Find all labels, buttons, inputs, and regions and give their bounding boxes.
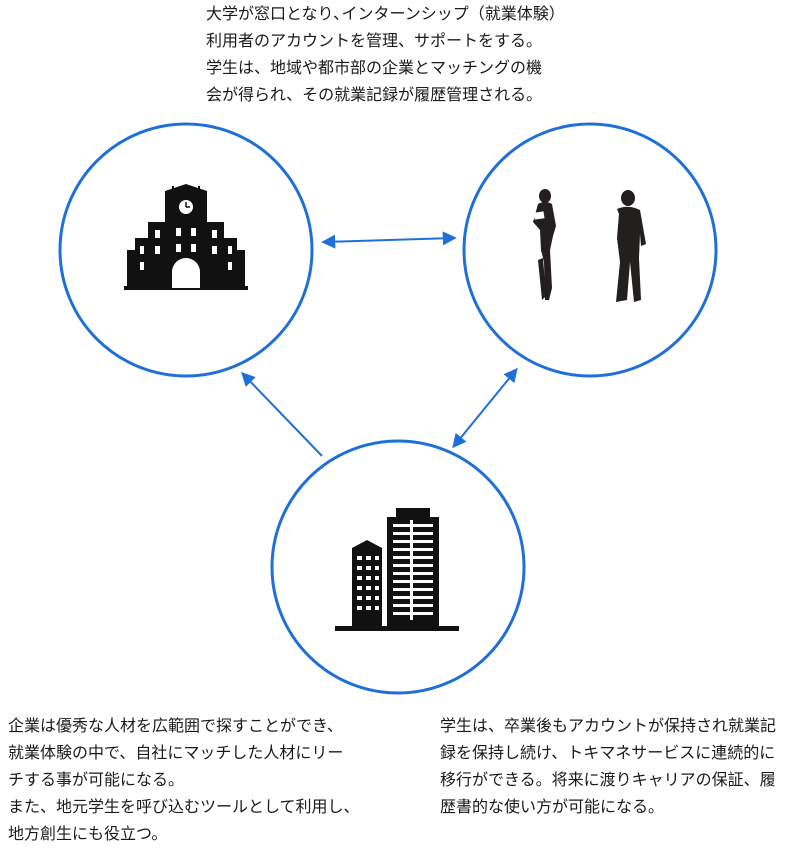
student-line-3: 移行ができる。将来に渡りキャリアの保証、履 xyxy=(440,770,776,789)
arrow-students-company xyxy=(452,367,518,449)
top-line-3: 学生は、地域や都市部の企業とマッチングの機 xyxy=(206,58,543,77)
company-circle xyxy=(270,439,526,695)
university-circle xyxy=(58,122,314,378)
company-line-4: また、地元学生を呼び込むツールとして利用し、 xyxy=(8,797,360,816)
students-circle xyxy=(462,122,718,378)
company-description: 企業は優秀な人材を広範囲で探すことができ、 就業体験の中で、自社にマッチした人材… xyxy=(8,712,360,847)
university-building-icon xyxy=(124,184,248,290)
company-line-1: 企業は優秀な人材を広範囲で探すことができ、 xyxy=(8,716,343,735)
company-line-5: 地方創生にも役立つ。 xyxy=(8,824,168,843)
company-line-3: チする事が可能になる。 xyxy=(8,770,185,789)
people-silhouette-icon xyxy=(533,189,646,302)
top-line-2: 利用者のアカウントを管理、サポートをする。 xyxy=(206,31,543,50)
student-line-2: 録を保持し続け、トキマネサービスに連続的に xyxy=(440,743,776,762)
top-line-1: 大学が窓口となり､インターンシップ（就業体験） xyxy=(206,4,565,23)
top-line-4: 会が得られ、その就業記録が履歴管理される。 xyxy=(206,85,543,104)
arrow-university-students xyxy=(321,231,457,249)
arrow-company-university xyxy=(241,371,323,457)
company-line-2: 就業体験の中で、自社にマッチした人材にリー xyxy=(8,743,344,762)
student-line-1: 学生は、卒業後もアカウントが保持され就業記 xyxy=(440,716,777,735)
student-line-4: 歴書的な使い方が可能になる。 xyxy=(440,797,665,816)
office-buildings-icon xyxy=(335,508,459,631)
top-description: 大学が窓口となり､インターンシップ（就業体験） 利用者のアカウントを管理、サポー… xyxy=(206,0,565,108)
student-description: 学生は、卒業後もアカウントが保持され就業記 録を保持し続け、トキマネサービスに連… xyxy=(440,712,776,820)
